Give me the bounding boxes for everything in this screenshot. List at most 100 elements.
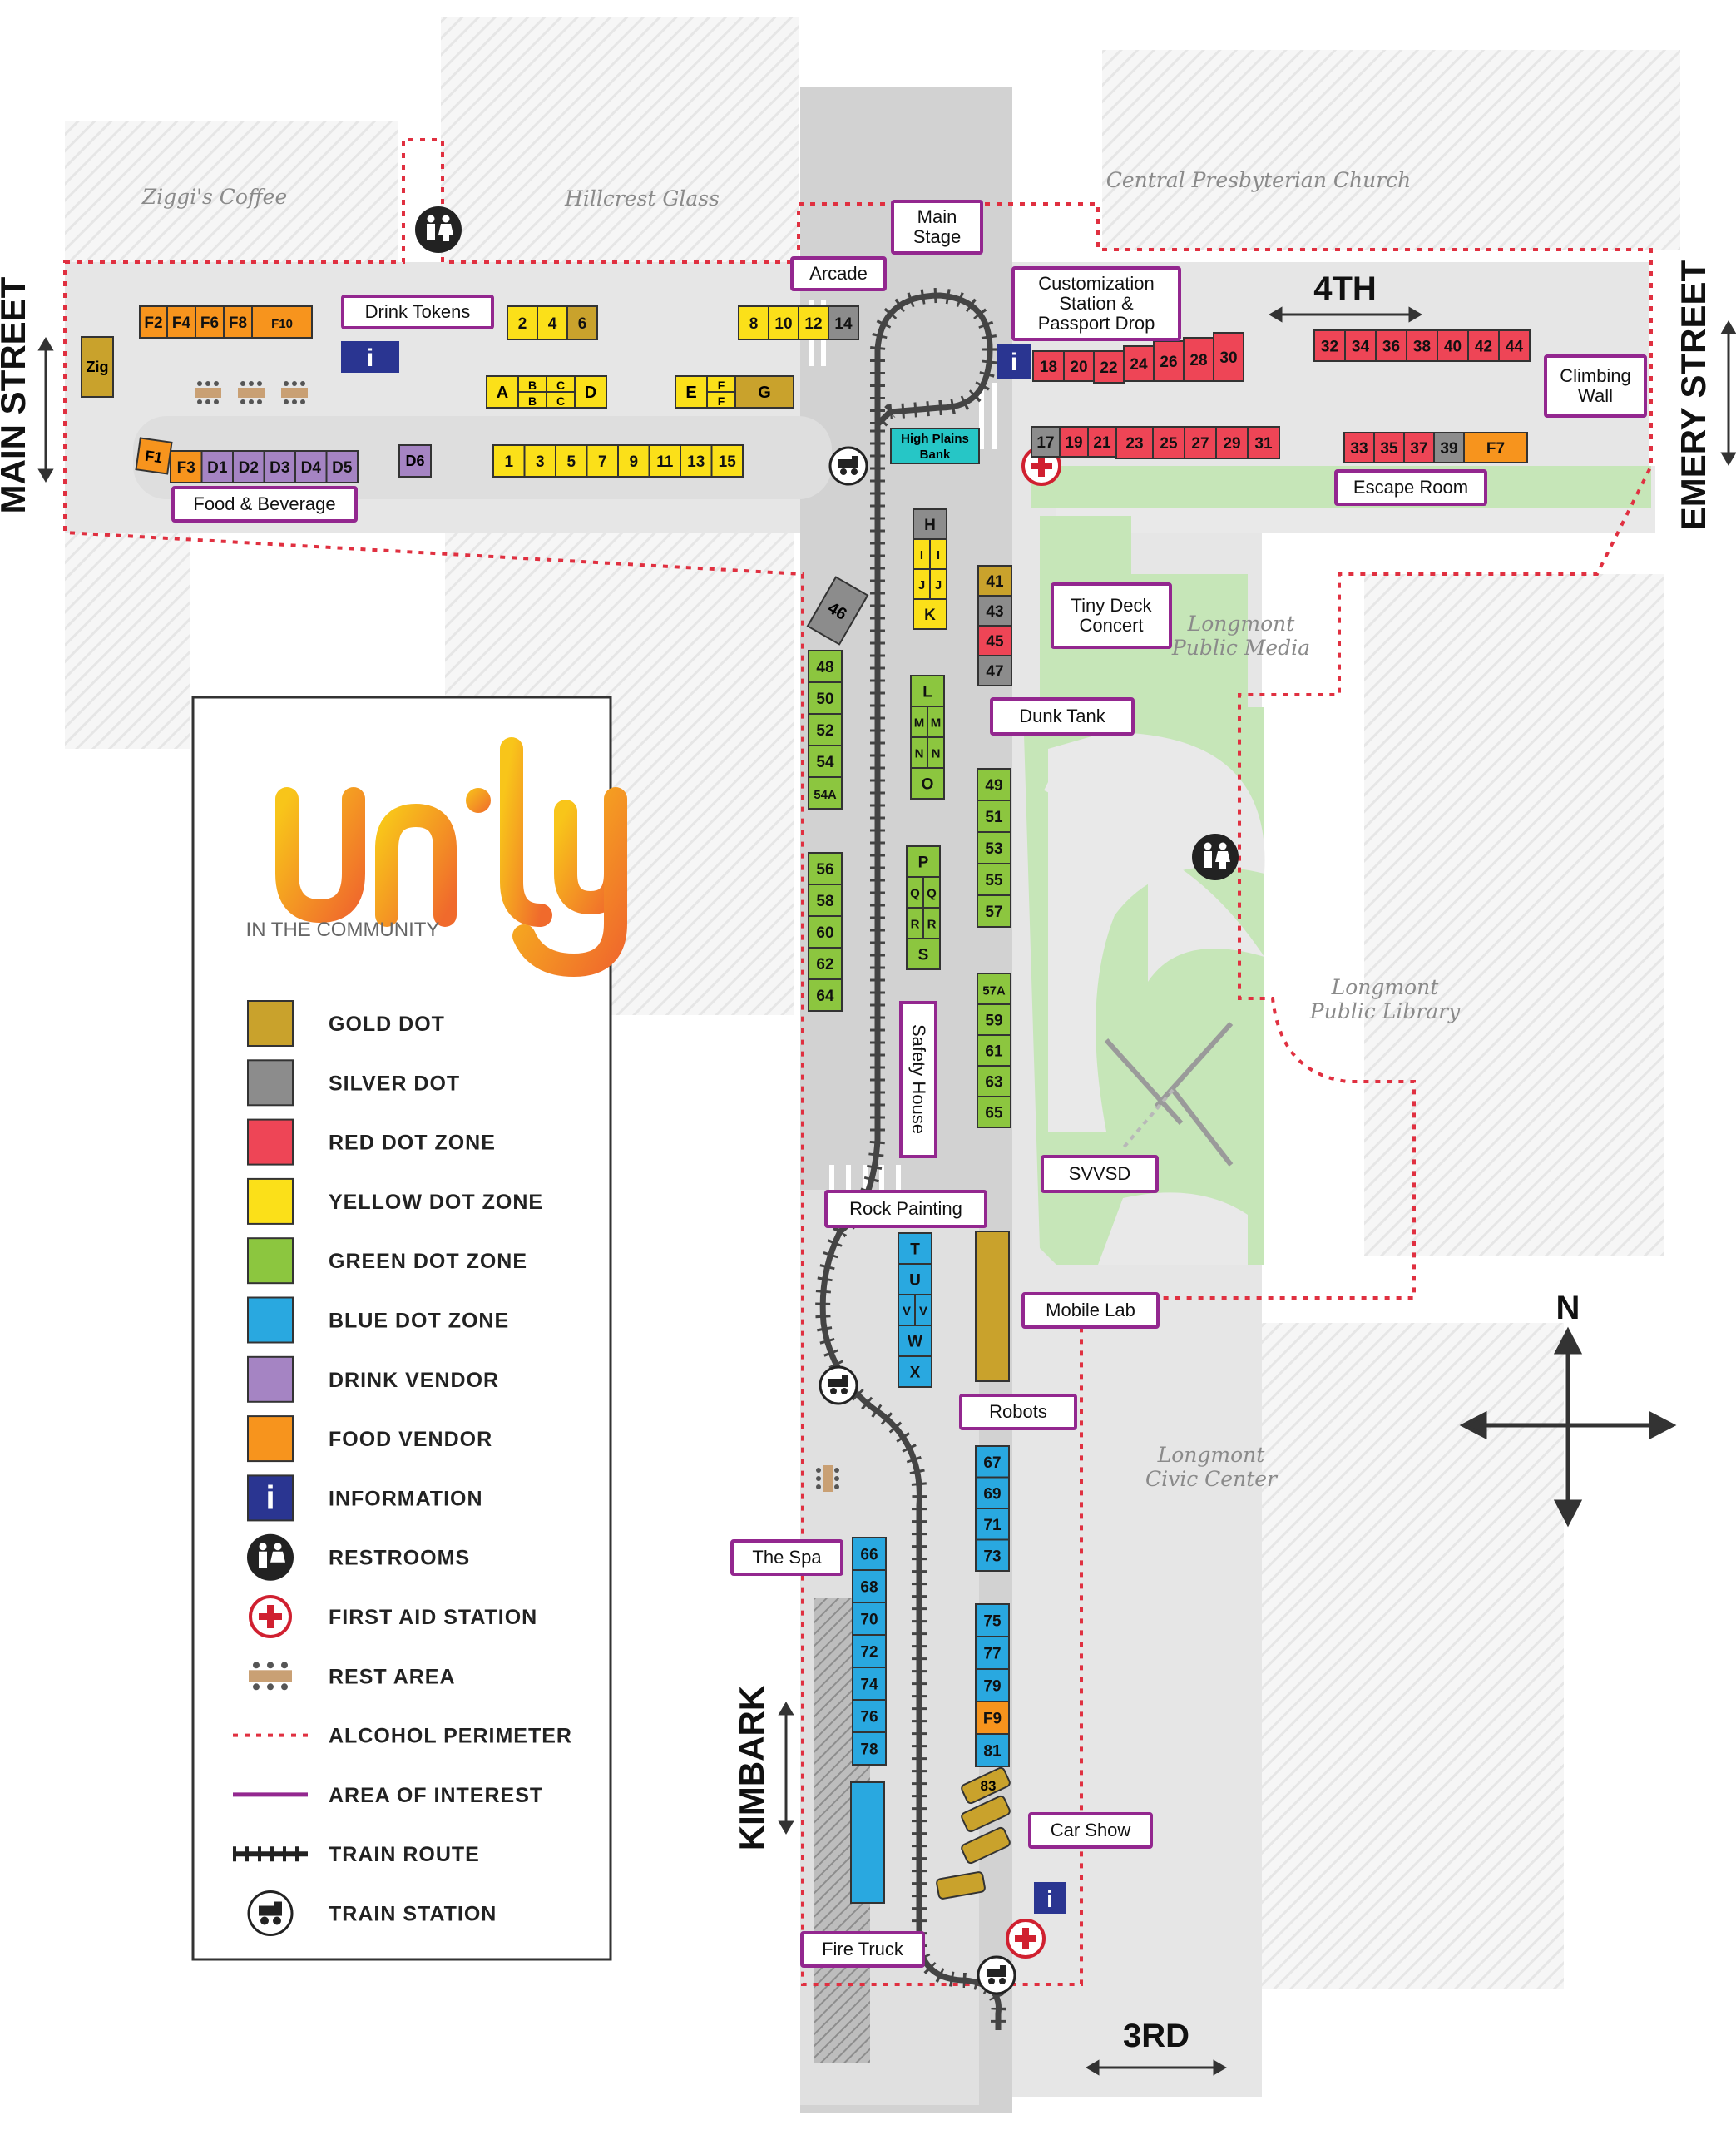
aoi-car-show[interactable]: Car Show <box>1028 1812 1153 1849</box>
booth-a[interactable]: A <box>486 375 519 409</box>
booth-45[interactable]: 45 <box>977 625 1012 656</box>
booth-6[interactable]: 6 <box>566 305 598 340</box>
booth-d2[interactable]: D2 <box>232 450 265 483</box>
booth-20[interactable]: 20 <box>1063 350 1095 382</box>
booth-11[interactable]: 11 <box>648 444 681 478</box>
booth-f9[interactable]: F9 <box>975 1701 1010 1735</box>
booth-60[interactable]: 60 <box>808 915 843 949</box>
booth-54a[interactable]: 54A <box>808 776 843 810</box>
blue-booth-long[interactable] <box>850 1781 885 1904</box>
booth-71[interactable]: 71 <box>975 1508 1010 1541</box>
booth-24[interactable]: 24 <box>1123 345 1155 382</box>
aoi-dunk-tank[interactable]: Dunk Tank <box>990 697 1135 736</box>
aoi-drink-tokens[interactable]: Drink Tokens <box>341 295 494 329</box>
booth-64[interactable]: 64 <box>808 978 843 1012</box>
booth-51[interactable]: 51 <box>977 800 1011 833</box>
booth-f2[interactable]: F2 <box>139 305 168 339</box>
booth-29[interactable]: 29 <box>1215 426 1249 459</box>
booth-21[interactable]: 21 <box>1087 426 1117 458</box>
aoi-mobile-lab[interactable]: Mobile Lab <box>1021 1292 1160 1329</box>
booth-69[interactable]: 69 <box>975 1476 1010 1509</box>
booth-e[interactable]: E <box>675 375 708 409</box>
booth-76[interactable]: 76 <box>852 1699 887 1733</box>
booth-12[interactable]: 12 <box>798 305 829 340</box>
booth-81[interactable]: 81 <box>975 1733 1010 1767</box>
booth-f10[interactable]: F10 <box>251 305 313 339</box>
booth-75[interactable]: 75 <box>975 1603 1010 1637</box>
aoi-fire-truck[interactable]: Fire Truck <box>800 1931 925 1968</box>
booth-56[interactable]: 56 <box>808 852 843 885</box>
booth-9[interactable]: 9 <box>617 444 650 478</box>
aoi-escape-room[interactable]: Escape Room <box>1334 469 1487 506</box>
booth-28[interactable]: 28 <box>1183 337 1214 382</box>
booth-32[interactable]: 32 <box>1313 329 1346 362</box>
booth-d3[interactable]: D3 <box>263 450 296 483</box>
booth-k[interactable]: K <box>913 598 947 630</box>
booth-30[interactable]: 30 <box>1213 332 1244 382</box>
booth-27[interactable]: 27 <box>1184 426 1217 459</box>
booth-15[interactable]: 15 <box>710 444 744 478</box>
booth-d[interactable]: D <box>574 375 607 409</box>
booth-68[interactable]: 68 <box>852 1569 887 1603</box>
booth-u[interactable]: U <box>898 1263 932 1295</box>
booth-h[interactable]: H <box>913 508 947 540</box>
booth-67[interactable]: 67 <box>975 1445 1010 1479</box>
booth-62[interactable]: 62 <box>808 947 843 980</box>
booth-61[interactable]: 61 <box>977 1034 1011 1067</box>
aoi-arcade[interactable]: Arcade <box>790 256 887 291</box>
booth-o[interactable]: O <box>910 767 945 800</box>
booth-22[interactable]: 22 <box>1093 350 1125 384</box>
booth-57[interactable]: 57 <box>977 894 1011 928</box>
booth-40[interactable]: 40 <box>1437 329 1469 362</box>
booth-72[interactable]: 72 <box>852 1634 887 1668</box>
booth-l[interactable]: L <box>910 675 945 707</box>
booth-7[interactable]: 7 <box>586 444 619 478</box>
booth-f4[interactable]: F4 <box>166 305 196 339</box>
booth-57a[interactable]: 57A <box>977 973 1011 1005</box>
booth-65[interactable]: 65 <box>977 1096 1011 1128</box>
booth-53[interactable]: 53 <box>977 831 1011 864</box>
booth-1[interactable]: 1 <box>492 444 526 478</box>
high-plains-bank[interactable]: High Plains Bank <box>890 428 980 464</box>
booth-47[interactable]: 47 <box>977 655 1012 686</box>
booth-42[interactable]: 42 <box>1467 329 1500 362</box>
aoi-food-beverage[interactable]: Food & Beverage <box>171 486 358 523</box>
booth-74[interactable]: 74 <box>852 1667 887 1701</box>
booth-s[interactable]: S <box>906 938 941 970</box>
booth-x[interactable]: X <box>898 1355 932 1388</box>
booth-49[interactable]: 49 <box>977 768 1011 801</box>
booth-54[interactable]: 54 <box>808 745 843 778</box>
booth-43[interactable]: 43 <box>977 595 1012 627</box>
booth-55[interactable]: 55 <box>977 863 1011 896</box>
booth-33[interactable]: 33 <box>1343 432 1375 463</box>
booth-48[interactable]: 48 <box>808 650 843 683</box>
car-show-cars[interactable]: 83 <box>936 1766 1011 1900</box>
booth-d5[interactable]: D5 <box>325 450 359 483</box>
booth-59[interactable]: 59 <box>977 1003 1011 1036</box>
booth-73[interactable]: 73 <box>975 1538 1010 1572</box>
booth-19[interactable]: 19 <box>1059 426 1089 458</box>
booth-35[interactable]: 35 <box>1373 432 1405 463</box>
booth-79[interactable]: 79 <box>975 1668 1010 1702</box>
booth-36[interactable]: 36 <box>1375 329 1407 362</box>
booth-13[interactable]: 13 <box>680 444 713 478</box>
aoi-robots[interactable]: Robots <box>959 1394 1077 1430</box>
booth-w[interactable]: W <box>898 1325 932 1357</box>
booth-38[interactable]: 38 <box>1406 329 1438 362</box>
aoi-svvsd[interactable]: SVVSD <box>1041 1155 1159 1193</box>
booth-t[interactable]: T <box>898 1232 932 1265</box>
booth-2[interactable]: 2 <box>507 305 538 340</box>
booth-39[interactable]: 39 <box>1433 432 1465 463</box>
booth-10[interactable]: 10 <box>768 305 799 340</box>
aoi-rock-painting[interactable]: Rock Painting <box>824 1190 987 1228</box>
booth-18[interactable]: 18 <box>1032 350 1065 382</box>
booth-46[interactable]: 46 <box>806 576 869 646</box>
booth-34[interactable]: 34 <box>1344 329 1377 362</box>
booth-p[interactable]: P <box>906 845 941 878</box>
